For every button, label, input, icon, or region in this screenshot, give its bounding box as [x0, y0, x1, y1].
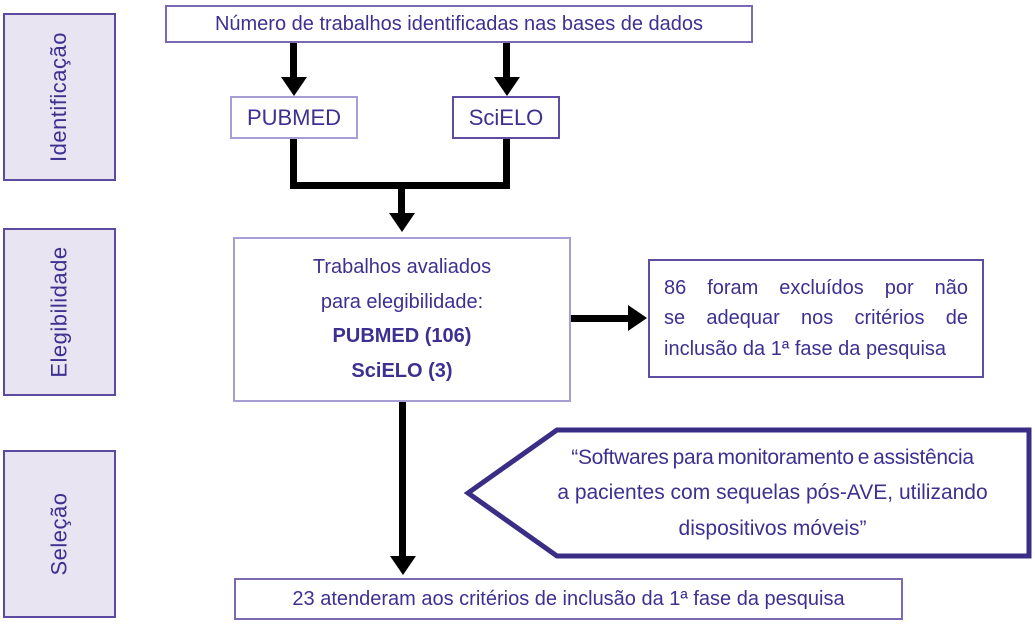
stage-elegibilidade-label: Elegibilidade: [46, 246, 72, 378]
stage-identificacao: Identificação: [3, 13, 116, 181]
arrowhead-down-icon: [281, 77, 307, 96]
eligibility-box: Trabalhos avaliados para elegibilidade: …: [233, 237, 571, 402]
pubmed-box: PUBMED: [230, 96, 358, 139]
arrowhead-right-icon: [628, 305, 647, 331]
search-callout-shape: [463, 427, 1032, 559]
excluded-line-3: inclusão da 1ª fase da pesquisa: [664, 337, 947, 360]
included-box-text: 23 atenderam aos critérios de inclusão d…: [292, 587, 845, 610]
eligibility-line-1: Trabalhos avaliados: [312, 256, 492, 279]
pubmed-box-text: PUBMED: [246, 104, 342, 130]
callout-line-2: a pacientes com sequelas pós-AVE, utiliz…: [557, 481, 988, 504]
callout-pentagon: [463, 427, 1032, 559]
identified-box: Número de trabalhos identificadas nas ba…: [165, 5, 753, 43]
excluded-box: 86 foram excluídos por não se adequar no…: [648, 259, 984, 378]
stage-selecao: Seleção: [3, 450, 116, 618]
arrowhead-down-icon: [389, 213, 415, 232]
arrowhead-down-icon: [390, 556, 416, 575]
scielo-box: SciELO: [452, 96, 560, 139]
eligibility-line-2: para elegibilidade:: [320, 290, 484, 313]
arrowhead-down-icon: [494, 77, 520, 96]
excluded-line-2: se adequar nos critérios de: [664, 307, 968, 329]
excluded-line-1: 86 foram excluídos por não: [664, 276, 968, 299]
callout-line-3: dispositivos móveis”: [678, 516, 867, 540]
scielo-box-text: SciELO: [468, 104, 544, 130]
stage-elegibilidade: Elegibilidade: [3, 228, 116, 396]
included-box: 23 atenderam aos critérios de inclusão d…: [234, 578, 903, 620]
stage-selecao-label: Seleção: [46, 492, 72, 576]
stage-identificacao-label: Identificação: [46, 31, 72, 163]
eligibility-pubmed-count: PUBMED (106): [332, 325, 472, 348]
identified-box-text: Número de trabalhos identificadas nas ba…: [214, 12, 704, 35]
eligibility-scielo-count: SciELO (3): [351, 359, 453, 382]
search-callout: “Softwares para monitoramento e assistên…: [520, 434, 1025, 552]
callout-line-1: “Softwares para monitoramento e assistên…: [571, 445, 974, 469]
